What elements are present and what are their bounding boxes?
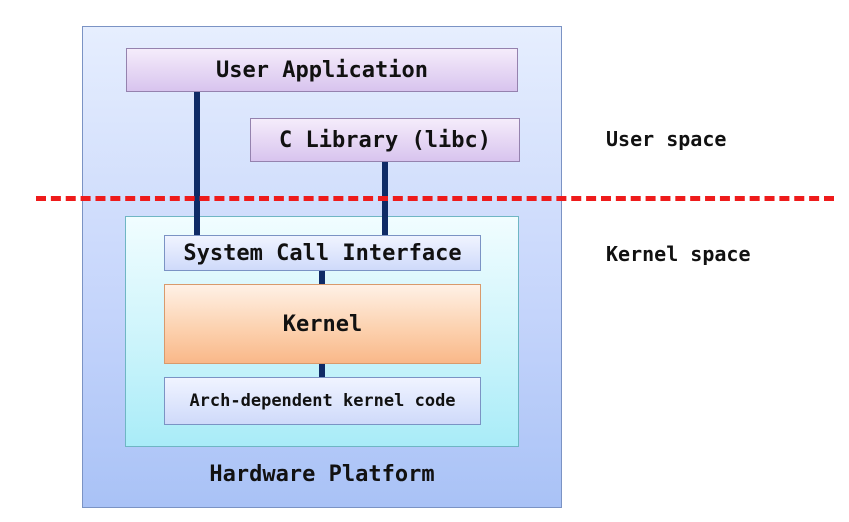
arch-dependent-code-box: Arch-dependent kernel code [164, 377, 481, 425]
user-kernel-boundary [36, 196, 834, 201]
system-call-interface-label: System Call Interface [183, 240, 462, 266]
c-library-box: C Library (libc) [250, 118, 520, 162]
system-call-interface-box: System Call Interface [164, 235, 481, 271]
kernel-space-label: Kernel space [606, 242, 751, 266]
hardware-platform-label: Hardware Platform [209, 462, 435, 487]
kernel-box: Kernel [164, 284, 481, 364]
kernel-arch-connector [319, 364, 325, 377]
syscall-kernel-connector [319, 271, 325, 284]
user-application-label: User Application [216, 57, 428, 83]
user-space-label: User space [606, 127, 727, 151]
c-library-label: C Library (libc) [279, 127, 491, 153]
user-app-connector [194, 92, 200, 235]
arch-dependent-code-label: Arch-dependent kernel code [189, 391, 456, 411]
kernel-label: Kernel [282, 311, 363, 337]
user-application-box: User Application [126, 48, 518, 92]
